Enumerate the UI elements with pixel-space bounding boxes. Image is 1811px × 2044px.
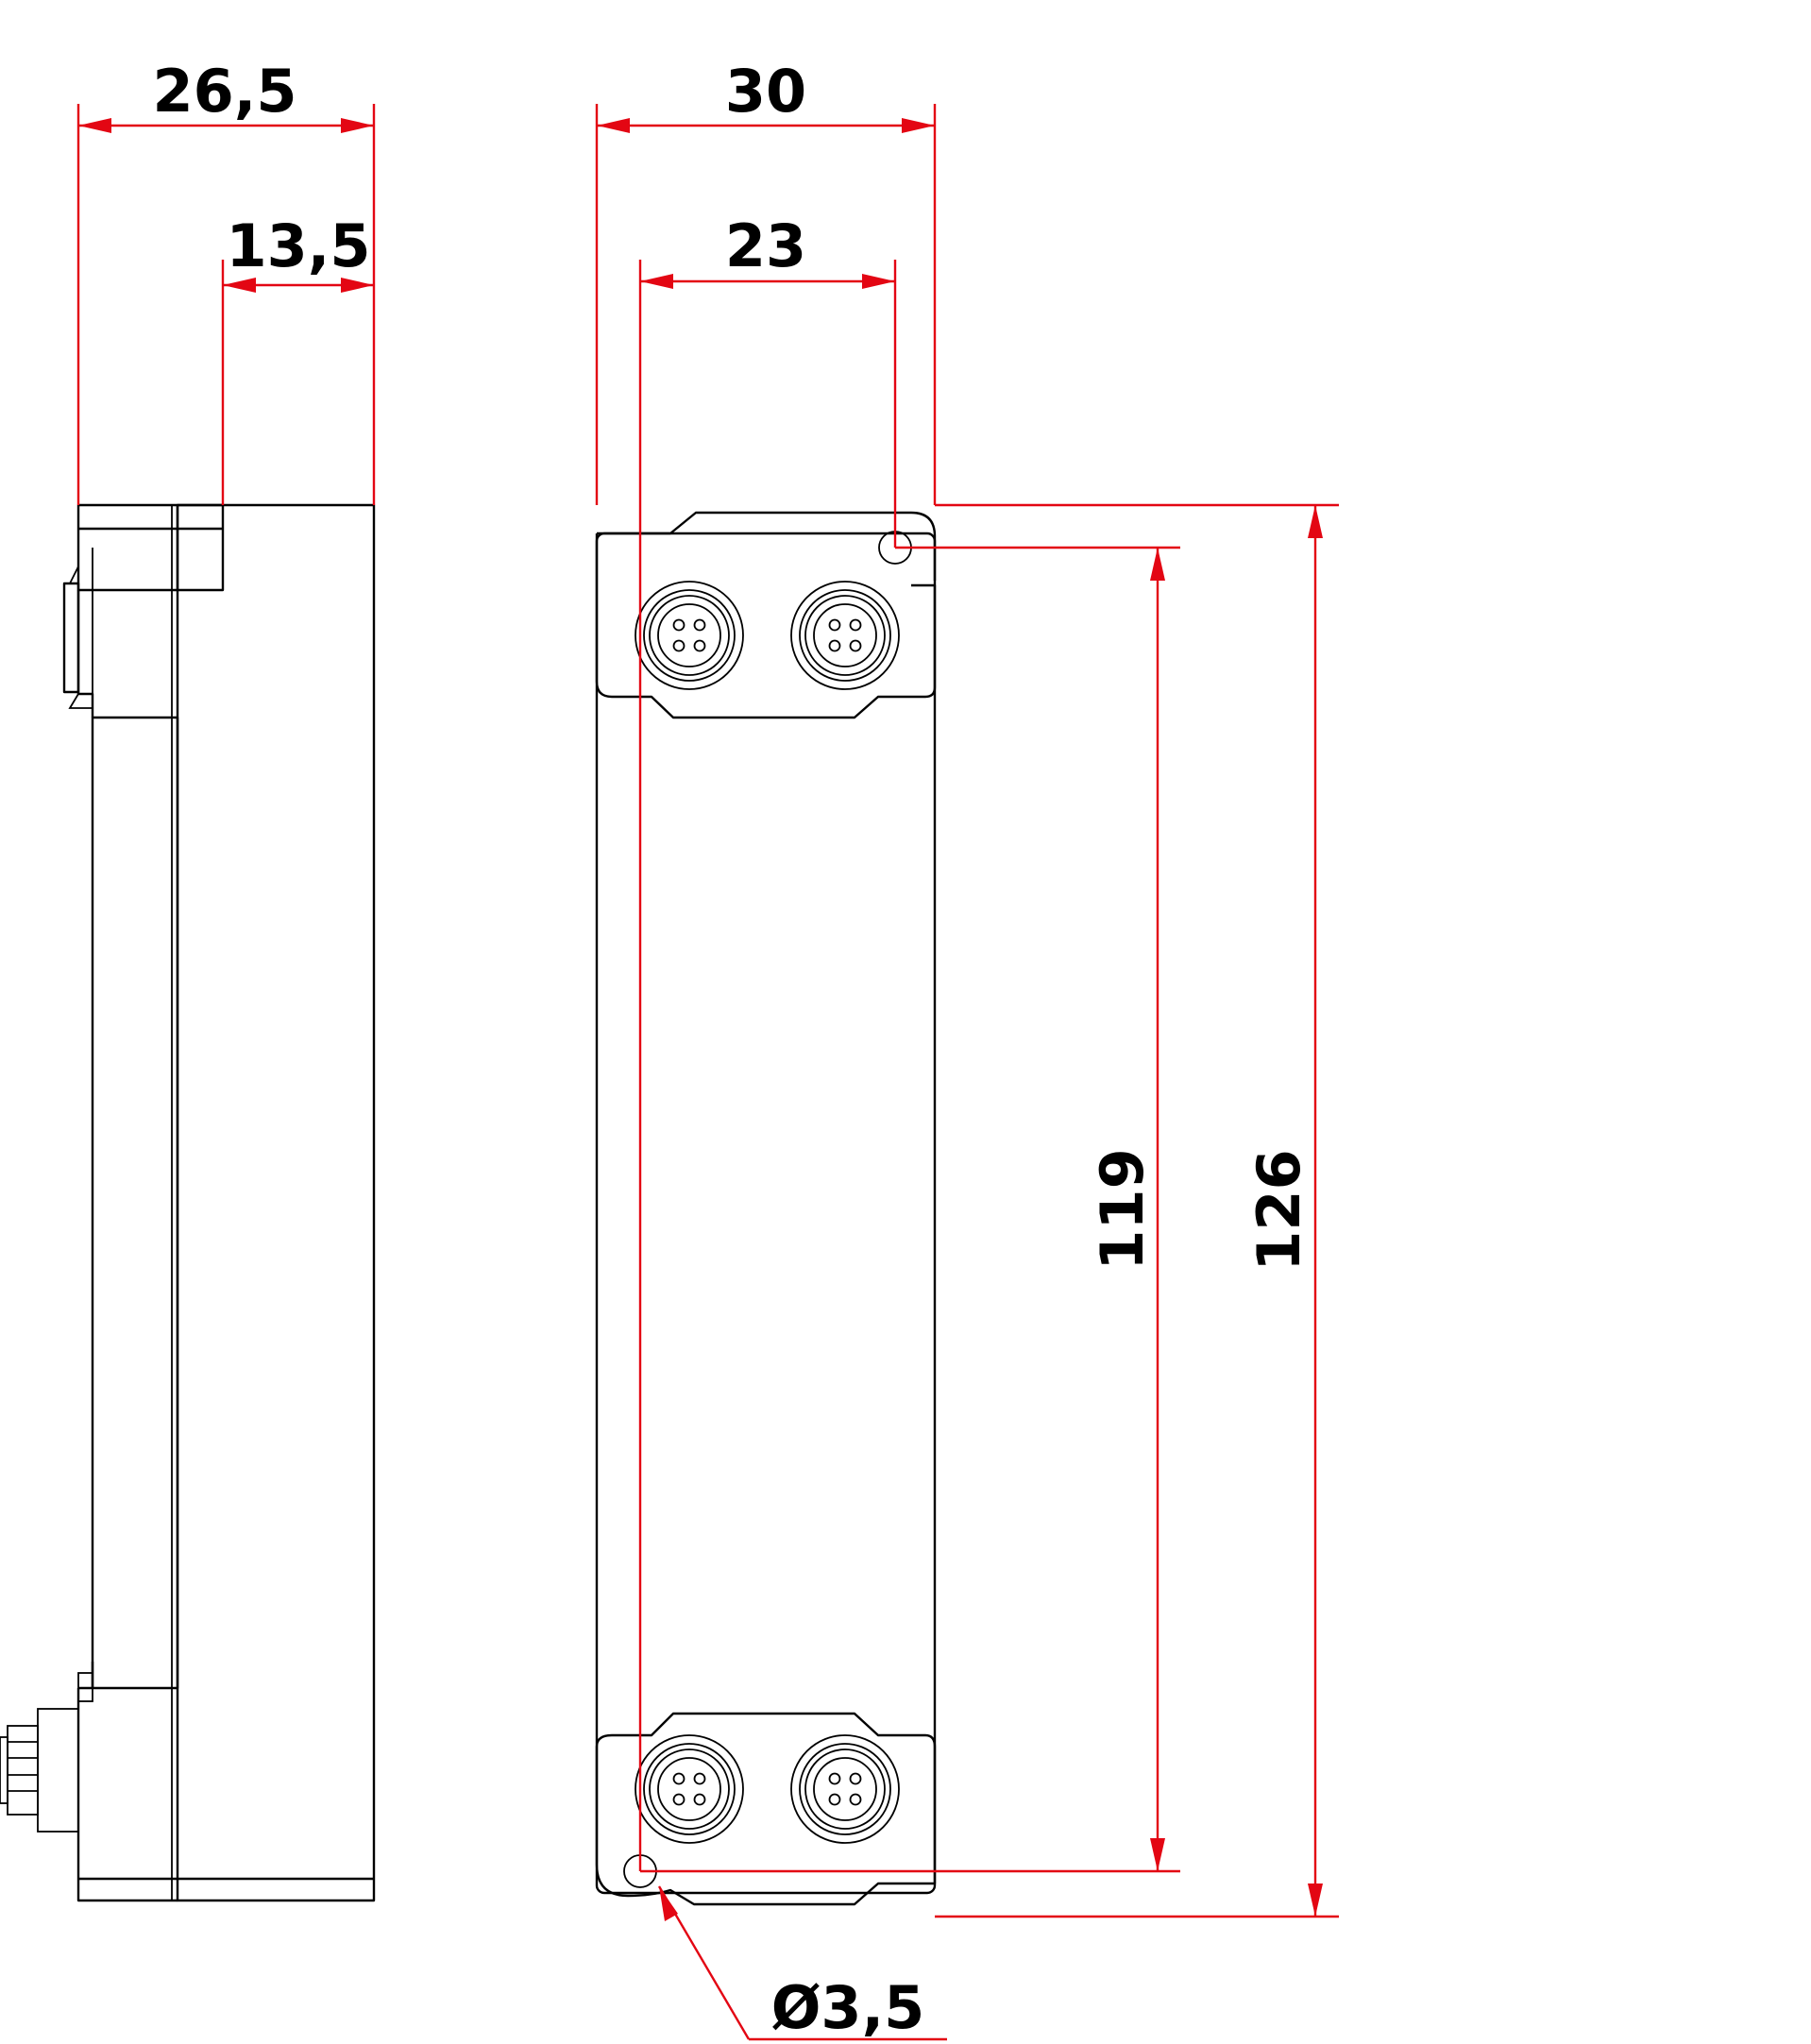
side-view-dimensions: 26,5 13,5 [76, 57, 376, 505]
dim-side-width-part: 13,5 [227, 211, 371, 280]
dim-hole-spacing-vertical: 119 [1088, 1148, 1157, 1270]
side-view-top-clip [62, 582, 80, 694]
side-view [0, 503, 376, 1902]
front-view-body [595, 532, 937, 1895]
side-view-top-block [76, 503, 225, 592]
front-view-dimensions: 30 23 119 126 Ø3,5 [595, 57, 1339, 2042]
front-view [595, 511, 937, 1906]
dim-side-width-total: 26,5 [153, 57, 297, 126]
side-view-connector [0, 1708, 79, 1833]
front-view-top-flange [595, 511, 937, 719]
dim-total-height: 126 [1244, 1149, 1313, 1271]
dim-front-width: 30 [725, 57, 806, 126]
connector-top-left [635, 581, 744, 690]
connector-bottom-left [635, 1734, 744, 1844]
side-view-housing [176, 503, 376, 1902]
front-view-bottom-flange [595, 1712, 937, 1906]
dim-hole-spacing-horizontal: 23 [725, 211, 806, 280]
connector-top-right [790, 581, 900, 690]
side-view-bottom-block [76, 1662, 374, 1902]
dim-hole-diameter: Ø3,5 [771, 1973, 925, 2042]
connector-bottom-right [790, 1734, 900, 1844]
side-view-mounting-plate [91, 716, 179, 1690]
